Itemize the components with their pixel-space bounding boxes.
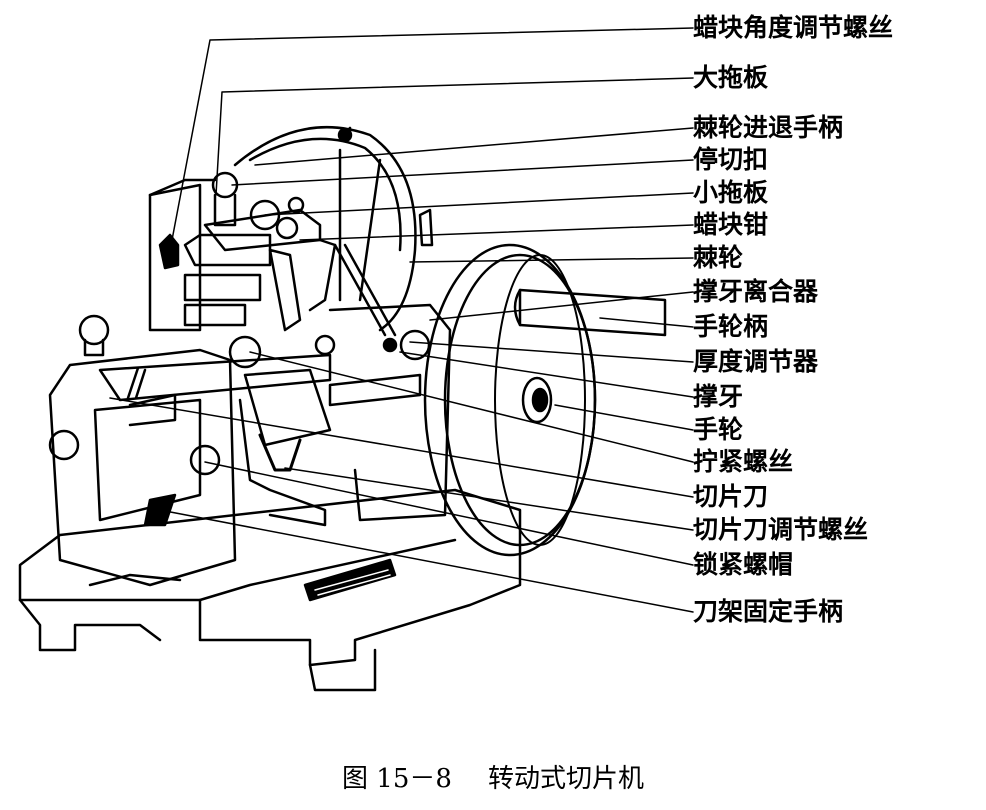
label-pawl: 撑牙 <box>693 382 744 411</box>
label-handwheel-handle: 手轮柄 <box>693 312 769 341</box>
label-large-carriage: 大拖板 <box>693 63 769 92</box>
caption-number: 图 15－8 <box>342 764 452 794</box>
machine-base <box>18 488 522 692</box>
label-stop-catch: 停切扣 <box>693 145 769 174</box>
hand-wheel <box>423 243 667 557</box>
ratchet-wheel <box>233 125 417 332</box>
label-ratchet-wheel: 棘轮 <box>693 243 744 272</box>
figure-caption: 图 15－8 转动式切片机 <box>0 758 986 795</box>
label-tightening-screw: 拧紧螺丝 <box>693 447 794 476</box>
main-housing <box>328 208 452 522</box>
caption-title: 转动式切片机 <box>487 764 644 794</box>
label-knife-adjust-screw: 切片刀调节螺丝 <box>693 515 869 544</box>
label-lock-nut: 锁紧螺帽 <box>693 550 794 579</box>
label-knife-holder-fixing-lever: 刀架固定手柄 <box>693 597 844 626</box>
label-thickness-adjuster: 厚度调节器 <box>693 347 819 376</box>
label-wax-block-angle-screw: 蜡块角度调节螺丝 <box>693 13 894 42</box>
label-small-carriage: 小拖板 <box>693 178 769 207</box>
specimen-carriage <box>158 171 337 332</box>
rear-column <box>148 178 217 332</box>
leader-lines <box>109 27 694 613</box>
label-wax-block-clamp: 蜡块钳 <box>693 210 769 239</box>
knife-holder <box>48 314 336 587</box>
label-handwheel: 手轮 <box>693 415 744 444</box>
label-microtome-knife: 切片刀 <box>693 482 769 511</box>
label-ratchet-feed-lever: 棘轮进退手柄 <box>693 113 844 142</box>
label-pawl-clutch: 撑牙离合器 <box>693 277 819 306</box>
